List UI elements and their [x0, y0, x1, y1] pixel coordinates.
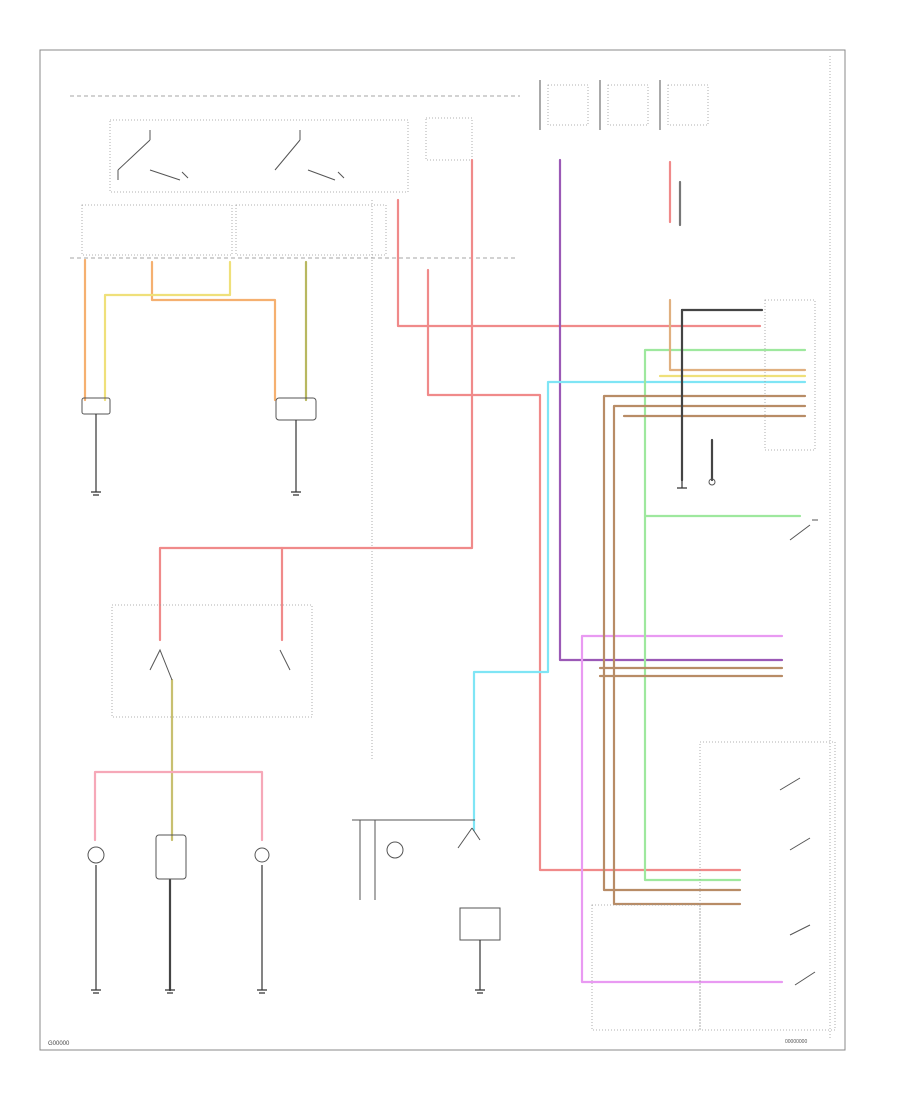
right-switch-4	[789, 924, 811, 936]
wire-pink-lower	[93, 770, 264, 842]
wire-violet	[580, 634, 784, 984]
center-relay	[459, 907, 501, 941]
fuse-top-3	[667, 84, 709, 126]
wire-red-to-connector	[396, 198, 762, 328]
wire-red-main	[158, 158, 474, 642]
right-switch-1	[789, 519, 818, 541]
instrument-cluster-box	[591, 904, 701, 1031]
fuse-top-1	[547, 84, 589, 126]
fuse-top-2	[607, 84, 649, 126]
wire-brown-1	[602, 394, 807, 892]
headlamp-dimmer-switch-box	[109, 119, 409, 193]
ground-lower-3	[165, 989, 175, 994]
ground-right-headlamp	[291, 420, 301, 496]
dimmer-switch-contact-4	[307, 169, 345, 181]
license-lamp	[254, 847, 270, 863]
front-turn-lamp	[155, 834, 187, 880]
diagram-code-left: G00000	[48, 1041, 70, 1047]
ground-left-headlamp	[91, 414, 101, 496]
right-connector-block	[764, 299, 816, 451]
wire-yellow-top	[103, 260, 232, 402]
wire-cyan	[472, 380, 807, 832]
ground-right-1	[677, 480, 687, 489]
fuse-block-top-right	[425, 117, 473, 161]
wire-brown-2	[612, 404, 807, 906]
center-lamp-frame	[352, 819, 475, 900]
daytime-relay-box	[111, 604, 313, 718]
right-fuse-bus	[539, 80, 661, 130]
right-lower-switch-panel	[699, 741, 836, 1031]
dimmer-switch-contact-3	[274, 130, 301, 171]
right-switch-2	[779, 777, 801, 791]
right-switch-5	[794, 971, 816, 986]
wire-red-down	[426, 268, 742, 872]
ground-right-2	[708, 478, 716, 486]
fuse-block-left	[81, 204, 233, 256]
center-switch	[457, 827, 481, 849]
right-headlamp	[275, 397, 317, 421]
dimmer-switch-contact-1	[117, 130, 151, 180]
left-park-lamp	[87, 846, 105, 864]
ground-lower-2	[257, 865, 267, 994]
fuse-block-right	[235, 204, 387, 256]
wire-purple	[558, 158, 784, 662]
wire-green-lower	[643, 514, 742, 882]
diagram-border	[39, 49, 846, 1051]
diagram-code-right: 00000000	[785, 1039, 807, 1045]
ground-lower-1	[91, 865, 101, 994]
relay-contact-2	[279, 649, 291, 671]
right-switch-3	[789, 837, 811, 851]
wire-orange-yellow-cross	[150, 260, 277, 402]
dimmer-switch-contact-2	[149, 169, 189, 181]
wire-green	[643, 348, 807, 518]
wire-tan	[668, 298, 807, 372]
relay-contact-1	[149, 648, 173, 681]
ground-center	[475, 940, 485, 994]
center-indicator-lamp	[386, 841, 404, 859]
